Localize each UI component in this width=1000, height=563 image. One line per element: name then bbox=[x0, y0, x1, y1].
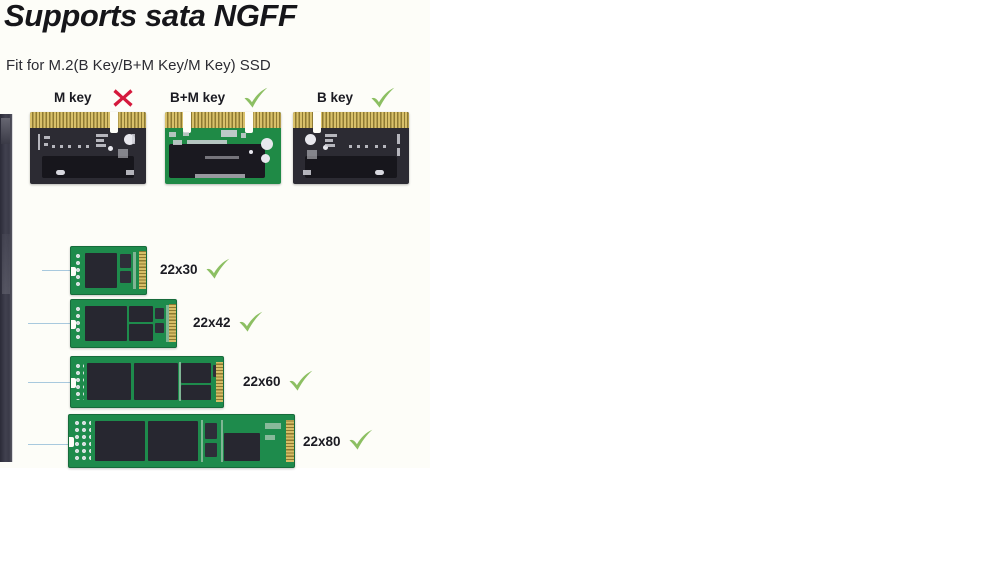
ssd-module-22x42 bbox=[70, 299, 177, 348]
check-icon bbox=[243, 87, 269, 111]
ssd-module-22x30 bbox=[70, 246, 147, 295]
supported-size-list: 22x30 22x42 bbox=[0, 240, 430, 470]
check-icon bbox=[288, 370, 314, 392]
m-key-connector-board bbox=[30, 112, 146, 184]
leader-line bbox=[28, 382, 72, 383]
key-type-label: B key bbox=[317, 90, 354, 105]
adjacent-image-edge-strip bbox=[0, 114, 13, 462]
ssd-module-22x60 bbox=[70, 356, 224, 408]
b-key-connector-board bbox=[293, 112, 409, 184]
key-type-row: M key bbox=[0, 87, 430, 200]
key-type-label: B+M key bbox=[170, 90, 226, 105]
leader-line bbox=[28, 444, 72, 445]
bm-key-connector-board bbox=[165, 112, 281, 184]
check-icon bbox=[348, 429, 374, 451]
page-title: Supports sata NGFF bbox=[4, 0, 297, 33]
size-label: 22x42 bbox=[193, 315, 231, 330]
key-type-label: M key bbox=[54, 90, 92, 105]
cross-icon bbox=[112, 87, 138, 111]
size-label: 22x80 bbox=[303, 434, 341, 449]
ssd-module-22x80 bbox=[68, 414, 295, 468]
check-icon bbox=[205, 258, 231, 280]
check-icon bbox=[238, 311, 264, 333]
size-label: 22x30 bbox=[160, 262, 198, 277]
check-icon bbox=[370, 87, 396, 111]
leader-line bbox=[42, 270, 72, 271]
size-label: 22x60 bbox=[243, 374, 281, 389]
page-subtitle: Fit for M.2(B Key/B+M Key/M Key) SSD bbox=[6, 57, 271, 74]
leader-line bbox=[28, 323, 72, 324]
